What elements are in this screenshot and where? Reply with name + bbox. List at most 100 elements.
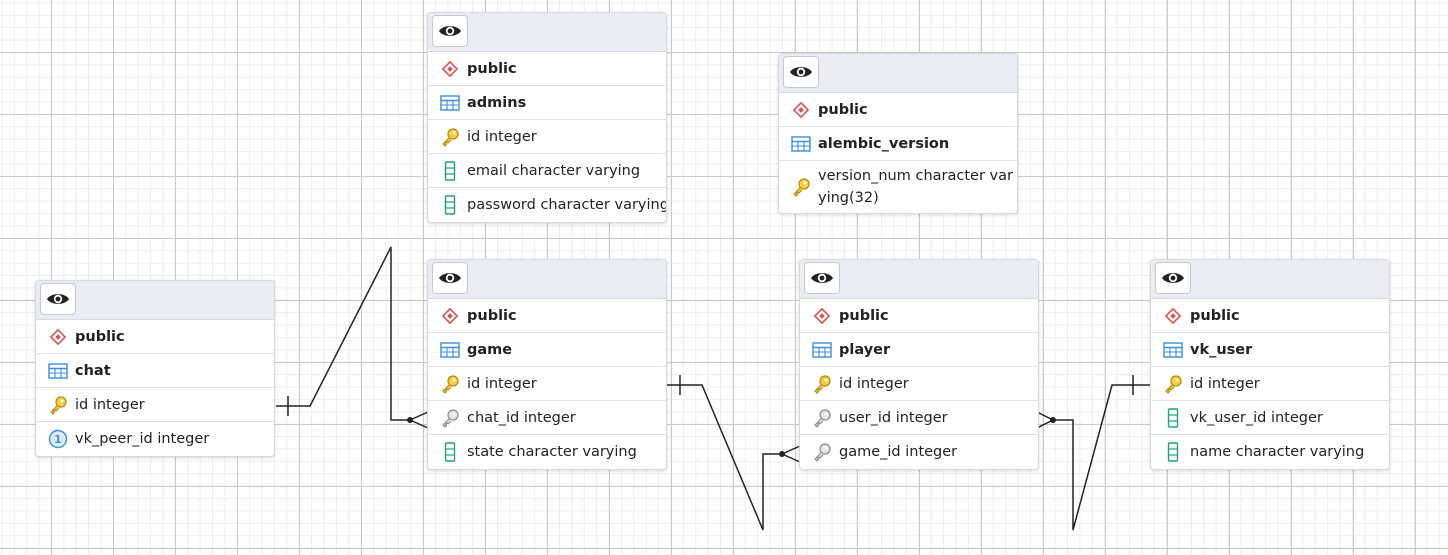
column-row[interactable]: state character varying <box>428 435 666 469</box>
primary-key-icon <box>48 395 68 415</box>
column-icon <box>440 442 460 462</box>
table-name-row[interactable]: vk_user <box>1151 333 1389 367</box>
svg-text:1: 1 <box>54 433 62 446</box>
primary-key-icon <box>791 177 811 197</box>
foreign-key-icon <box>812 442 832 462</box>
eye-icon[interactable] <box>40 283 76 315</box>
table-name-row-label: alembic_version <box>818 135 950 152</box>
column-icon <box>1163 407 1183 428</box>
column-row[interactable]: user_id integer <box>800 401 1038 435</box>
foreign-key-icon <box>440 408 460 428</box>
table-name-row[interactable]: alembic_version <box>779 127 1017 161</box>
schema-icon <box>1163 306 1183 326</box>
column-row[interactable]: id integer <box>800 367 1038 401</box>
table-icon <box>48 361 68 381</box>
eye-icon[interactable] <box>804 262 840 294</box>
table-icon <box>440 340 460 360</box>
table-header <box>36 281 274 320</box>
schema-row-label: public <box>818 101 868 118</box>
eye-icon[interactable] <box>1155 262 1191 294</box>
table-alembic_version[interactable]: public alembic_version version_num charact… <box>778 53 1018 214</box>
table-name-row-label: chat <box>75 362 111 379</box>
schema-row[interactable]: public <box>428 52 666 86</box>
column-icon <box>440 195 460 215</box>
schema-row[interactable]: public <box>36 320 274 354</box>
table-name-row[interactable]: game <box>428 333 666 367</box>
column-row-label: password character varying <box>467 197 666 213</box>
primary-key-icon <box>440 374 460 394</box>
column-row[interactable]: email character varying <box>428 154 666 188</box>
column-row-label: version_num character varying(32) <box>818 168 1013 206</box>
primary-key-icon <box>440 127 460 147</box>
column-row[interactable]: id integer <box>428 120 666 154</box>
column-row[interactable]: chat_id integer <box>428 401 666 435</box>
schema-row-label: public <box>75 328 125 345</box>
column-icon <box>1163 442 1183 462</box>
column-row[interactable]: id integer <box>36 388 274 422</box>
unique-key-icon: 1 <box>48 429 68 449</box>
column-row[interactable]: game_id integer <box>800 435 1038 469</box>
column-row[interactable]: vk_user_id integer <box>1151 401 1389 435</box>
eye-icon[interactable] <box>432 262 468 294</box>
table-name-row-label: player <box>839 341 891 358</box>
table-header <box>1151 260 1389 299</box>
table-chat[interactable]: public chat id integer 1 vk_peer_id integer <box>35 280 275 457</box>
schema-row[interactable]: public <box>428 299 666 333</box>
table-name-row-label: admins <box>467 94 527 111</box>
column-row-label: id integer <box>467 375 537 392</box>
column-row-label: state character varying <box>467 444 637 460</box>
schema-icon <box>440 59 460 79</box>
optional-dot <box>1050 417 1056 423</box>
schema-row[interactable]: public <box>800 299 1038 333</box>
schema-row-label: public <box>467 307 517 324</box>
schema-row-label: public <box>467 60 517 77</box>
table-header <box>800 260 1038 299</box>
relationship-vkuser-player <box>1053 384 1150 531</box>
relationship-game-player <box>666 384 782 531</box>
table-icon <box>1163 340 1183 360</box>
column-row-label: vk_user_id integer <box>1190 409 1323 426</box>
column-icon <box>440 160 460 181</box>
table-name-row[interactable]: chat <box>36 354 274 388</box>
table-name-row[interactable]: admins <box>428 86 666 120</box>
schema-icon <box>812 306 832 326</box>
schema-row[interactable]: public <box>779 93 1017 127</box>
column-row[interactable]: 1 vk_peer_id integer <box>36 422 274 456</box>
relationship-chat-game <box>276 246 410 421</box>
many-marker <box>409 411 429 429</box>
schema-row-label: public <box>1190 307 1240 324</box>
column-row-label: email character varying <box>467 162 641 179</box>
eye-icon[interactable] <box>783 56 819 88</box>
primary-key-icon <box>1163 374 1183 394</box>
table-icon <box>440 93 460 113</box>
table-game[interactable]: public game id integer chat_id integer state… <box>427 259 667 470</box>
column-row-label: chat_id integer <box>467 409 576 426</box>
optional-dot <box>407 417 413 423</box>
table-name-row[interactable]: player <box>800 333 1038 367</box>
column-row[interactable]: id integer <box>428 367 666 401</box>
column-row[interactable]: name character varying <box>1151 435 1389 469</box>
table-header <box>428 13 666 52</box>
column-row-label: vk_peer_id integer <box>75 431 210 447</box>
column-row-label: name character varying <box>1190 444 1365 460</box>
table-icon <box>812 340 832 360</box>
schema-icon <box>440 306 460 326</box>
table-admins[interactable]: public admins id integer email character va… <box>427 12 667 223</box>
schema-icon <box>791 100 811 120</box>
primary-key-icon <box>812 374 832 394</box>
column-row-label: game_id integer <box>839 444 958 460</box>
column-row[interactable]: id integer <box>1151 367 1389 401</box>
optional-dot <box>779 451 785 457</box>
schema-row[interactable]: public <box>1151 299 1389 333</box>
many-marker <box>781 445 801 463</box>
column-row[interactable]: version_num character varying(32) <box>779 161 1017 213</box>
column-row[interactable]: password character varying <box>428 188 666 222</box>
schema-icon <box>48 327 68 347</box>
eye-icon[interactable] <box>432 15 468 47</box>
column-row-label: id integer <box>1190 375 1260 392</box>
table-name-row-label: game <box>467 341 513 358</box>
